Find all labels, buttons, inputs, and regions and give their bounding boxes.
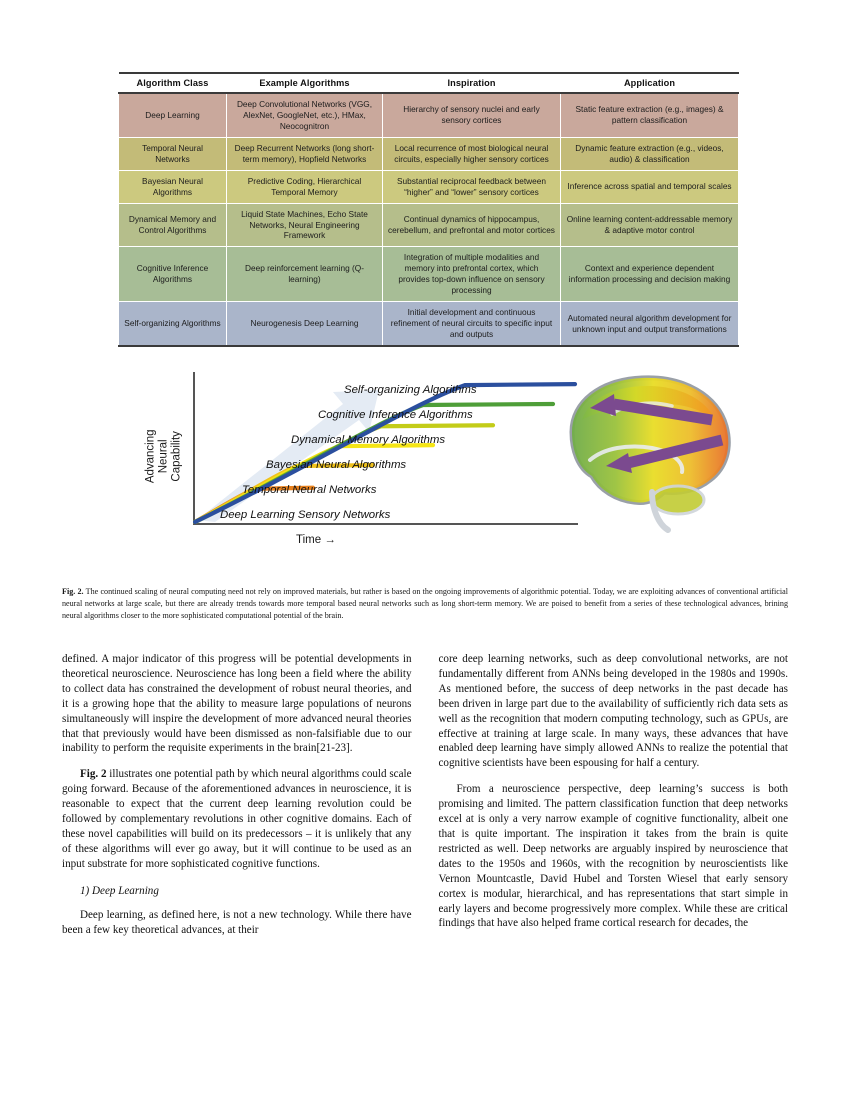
left-column: defined. A major indicator of this progr…: [62, 652, 412, 937]
left-paragraph-3: Deep learning, as defined here, is not a…: [62, 908, 412, 936]
table-cell: Context and experience dependent informa…: [560, 246, 739, 303]
curve-label-4: Cognitive Inference Algorithms: [318, 409, 473, 421]
algorithm-class-table: Algorithm Class Example Algorithms Inspi…: [118, 72, 739, 347]
brain-stem: [649, 489, 671, 533]
y-axis-label: Advancing Neural Capability: [134, 386, 194, 526]
y-axis-label-line-3: Capability: [170, 430, 183, 482]
table-cell: Online learning content-addressable memo…: [560, 202, 739, 248]
table-cell: Initial development and continuous refin…: [382, 301, 561, 347]
capability-curves: [193, 382, 578, 524]
column-header-inspiration: Inspiration: [382, 72, 561, 94]
capability-scaling-chart: Advancing Neural Capability Time → Deep …: [134, 368, 578, 546]
x-axis-line: [193, 523, 578, 525]
curve-label-1: Temporal Neural Networks: [242, 484, 377, 496]
fig-reference: Fig. 2: [80, 768, 107, 781]
curve-label-5: Self-organizing Algorithms: [344, 384, 477, 396]
curve-label-2: Bayesian Neural Algorithms: [266, 459, 407, 471]
table-header-row: Algorithm Class Example Algorithms Inspi…: [118, 72, 739, 94]
table-cell: Deep Convolutional Networks (VGG, AlexNe…: [226, 92, 383, 138]
table-cell: Deep Learning: [118, 92, 227, 138]
table-cell: Cognitive Inference Algorithms: [118, 246, 227, 303]
table-cell: Hierarchy of sensory nuclei and early se…: [382, 92, 561, 138]
subsection-heading-deep-learning: 1) Deep Learning: [80, 884, 159, 897]
right-paragraph-1: core deep learning networks, such as dee…: [438, 653, 789, 770]
table-cell: Temporal Neural Networks: [118, 136, 227, 171]
table-cell: Substantial reciprocal feedback between …: [382, 169, 561, 204]
table-cell: Predictive Coding, Hierarchical Temporal…: [226, 169, 383, 204]
algorithm-class-table-container: Algorithm Class Example Algorithms Inspi…: [118, 72, 739, 347]
brain-sulcus-1: [588, 444, 685, 474]
table-cell: Liquid State Machines, Echo State Networ…: [226, 202, 383, 248]
table-cell: Bayesian Neural Algorithms: [118, 169, 227, 204]
y-axis-line: [193, 372, 195, 524]
body-columns: defined. A major indicator of this progr…: [62, 652, 788, 937]
right-paragraph-2: From a neuroscience perspective, deep le…: [438, 783, 789, 930]
table-cell: Self-organizing Algorithms: [118, 301, 227, 347]
column-header-algorithm-class: Algorithm Class: [118, 72, 227, 94]
brain-svg: [569, 375, 731, 533]
table-cell: Deep Recurrent Networks (long short-term…: [226, 136, 383, 171]
feedback-arrow-upper: [613, 398, 713, 426]
curve-label-3: Dynamical Memory Algorithms: [291, 434, 446, 446]
figure-caption-text: The continued scaling of neural computin…: [62, 587, 788, 620]
feedback-arrow-lower-head: [606, 453, 632, 473]
column-header-example-algorithms: Example Algorithms: [226, 72, 383, 94]
x-axis-label: Time →: [296, 534, 336, 546]
figure-caption: Fig. 2. The continued scaling of neural …: [62, 586, 788, 622]
cerebellum: [650, 484, 706, 516]
table-cell: Integration of multiple modalities and m…: [382, 246, 561, 303]
table-cell: Dynamic feature extraction (e.g., videos…: [560, 136, 739, 171]
figure-caption-label: Fig. 2.: [62, 587, 84, 596]
table-cell: Static feature extraction (e.g., images)…: [560, 92, 739, 138]
left-paragraph-1: defined. A major indicator of this progr…: [62, 653, 412, 755]
y-axis-label-line-2: Neural: [157, 439, 170, 473]
curve-5: [193, 382, 578, 524]
feedback-arrow-upper-head: [590, 394, 616, 416]
table-cell: Neurogenesis Deep Learning: [226, 301, 383, 347]
table-cell: Local recurrence of most biological neur…: [382, 136, 561, 171]
brain-illustration: [556, 368, 742, 540]
column-header-application: Application: [560, 72, 739, 94]
y-axis-label-line-1: Advancing: [144, 429, 157, 483]
table-cell: Automated neural algorithm development f…: [560, 301, 739, 347]
trend-arrow: [197, 390, 379, 522]
right-column: core deep learning networks, such as dee…: [439, 652, 789, 937]
table-cell: Deep reinforcement learning (Q-learning): [226, 246, 383, 303]
left-paragraph-2: Fig. 2 illustrates one potential path by…: [62, 767, 412, 871]
table-header: Algorithm Class Example Algorithms Inspi…: [118, 72, 739, 94]
figure-2: Advancing Neural Capability Time → Deep …: [118, 368, 738, 568]
table-cell: Dynamical Memory and Control Algorithms: [118, 202, 227, 248]
table-cell: Continual dynamics of hippocampus, cereb…: [382, 202, 561, 248]
table-cell: Inference across spatial and temporal sc…: [560, 169, 739, 204]
curve-label-0: Deep Learning Sensory Networks: [220, 509, 391, 521]
left-paragraph-2-text: illustrates one potential path by which …: [62, 768, 412, 870]
feedback-arrow-lower: [626, 434, 724, 469]
